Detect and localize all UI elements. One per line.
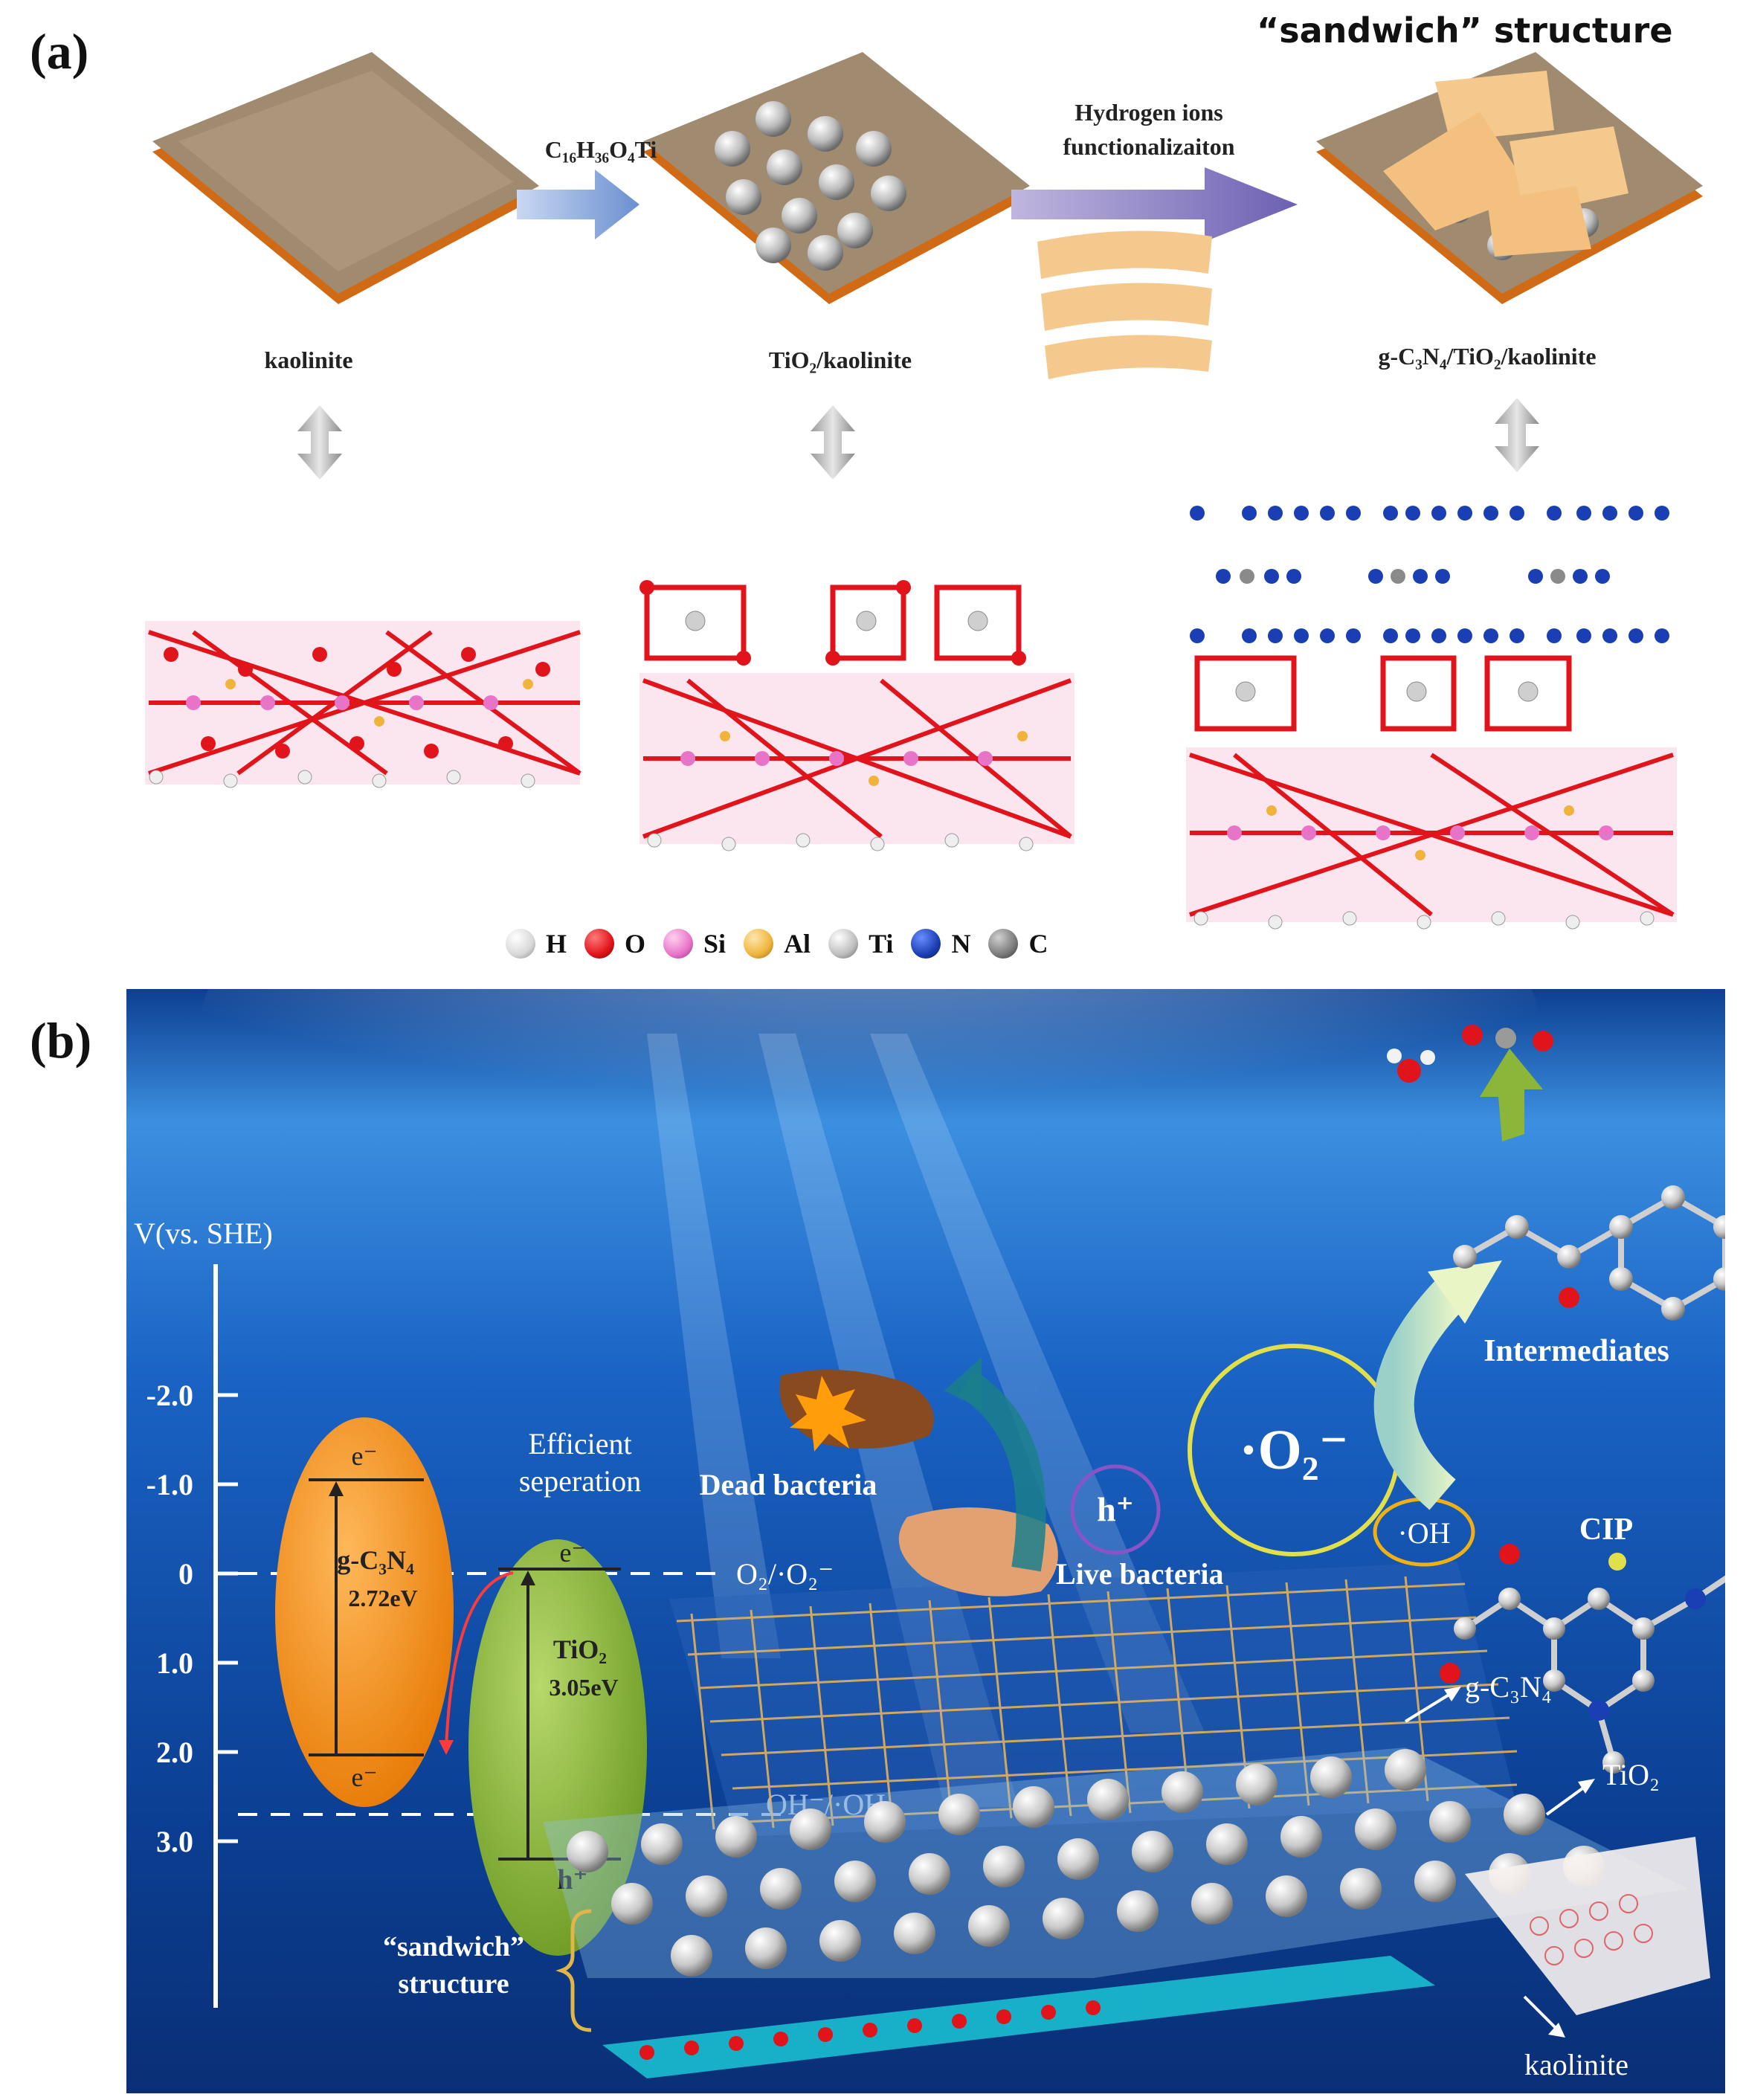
gcn-sheet <box>669 1562 1518 1837</box>
kaolinite-crystal <box>145 621 581 788</box>
intermediates-label: Intermediates <box>1483 1334 1669 1368</box>
oxygen-swatch <box>584 929 615 959</box>
kaolinite-pointer-head <box>1548 2023 1565 2038</box>
superoxide-label: ·O₂⁻ <box>1239 1419 1348 1481</box>
double-arrow-3 <box>1495 398 1539 472</box>
kaolinite-component-label: kaolinite <box>1524 2048 1628 2081</box>
co2-molecule <box>1462 1025 1553 1051</box>
double-arrow-2 <box>811 405 855 480</box>
tio2-kaolinite-slab <box>643 52 1030 304</box>
hole-circle <box>1070 1464 1161 1555</box>
degradation-arrowhead <box>1428 1260 1502 1324</box>
gcn-hole: e⁻ <box>352 1762 378 1792</box>
functionalization-arrow <box>1011 167 1298 242</box>
gcn-tio2-kaolinite-crystal <box>1186 506 1677 930</box>
inactivation-arrowhead <box>944 1357 982 1409</box>
gcn-gap: 2.72eV <box>348 1585 417 1611</box>
panel-a-label: (a) <box>30 23 89 80</box>
sandwich-label-2: structure <box>398 1968 509 2000</box>
h2o-molecule <box>1387 1049 1435 1083</box>
electron-transfer-arrow <box>445 1571 514 1748</box>
aluminum-swatch <box>744 929 774 959</box>
gcn-electron: e⁻ <box>352 1441 378 1471</box>
silicon-swatch <box>663 929 694 959</box>
gcn-tio2-kaolinite-slab <box>1316 52 1703 304</box>
live-bacteria-label: Live bacteria <box>1056 1557 1224 1591</box>
kaolinite-base-layer <box>602 1837 1710 2078</box>
tio2-pointer <box>1545 1783 1589 1816</box>
intermediate-molecule <box>1453 1185 1725 1321</box>
legend-o: O <box>625 929 646 959</box>
electron-transfer-arrowhead <box>439 1740 454 1755</box>
kaolinite-label: kaolinite <box>264 347 352 373</box>
functionalization-label-1: Hydrogen ions <box>1075 99 1222 126</box>
tio2-kaolinite-crystal <box>639 580 1075 851</box>
gcn-tio2-kaolinite-label: g-C₃N₄/TiO₂/kaolinite <box>1378 343 1596 370</box>
o2-level-label: O₂/·O₂⁻ <box>736 1557 834 1591</box>
water-surface-light <box>201 989 1539 1212</box>
legend-si: Si <box>703 929 726 959</box>
tio2-electron: e⁻ <box>560 1538 586 1568</box>
tio2-particle-layer <box>543 1748 1688 1978</box>
panel-b-diagram: V(vs. SHE) -2.0 -1.0 0 1.0 2.0 3.0 e⁻ g-… <box>126 989 1725 2093</box>
reagent-label: C₁₆H₃₆O₄Ti <box>545 136 657 163</box>
nitrogen-swatch <box>911 929 941 959</box>
legend-ti: Ti <box>869 929 894 959</box>
kaolinite-slab <box>152 52 539 304</box>
sandwich-label-1: “sandwich” <box>383 1931 524 1962</box>
legend-h: H <box>546 929 567 959</box>
gcn-pointer <box>1404 1690 1455 1723</box>
dead-bacteria-label: Dead bacteria <box>700 1468 877 1501</box>
titanium-swatch <box>828 929 859 959</box>
tio2-pointer-head <box>1578 1779 1595 1794</box>
axis-ticks <box>216 1393 238 1843</box>
tio2-gap: 3.05eV <box>549 1674 618 1701</box>
legend-al: Al <box>784 929 811 959</box>
dead-bacteria-icon <box>779 1370 934 1452</box>
legend-c: C <box>1028 929 1048 959</box>
tick-neg2: -2.0 <box>146 1379 193 1412</box>
tick-neg1: -1.0 <box>146 1468 193 1501</box>
tick-2: 2.0 <box>156 1736 193 1769</box>
degradation-arrow <box>1373 1272 1472 1510</box>
double-arrow-1 <box>297 405 342 480</box>
cip-molecule <box>1440 1544 1725 1774</box>
reagent-arrow <box>517 170 639 239</box>
inactivation-arrow <box>958 1371 1046 1572</box>
legend-n: N <box>951 929 971 959</box>
functionalization-label-2: functionalizaiton <box>1063 133 1234 160</box>
tick-3: 3.0 <box>156 1825 193 1858</box>
efficient-label-1: Efficient <box>528 1427 631 1460</box>
gcn-pointer-head <box>1444 1687 1461 1701</box>
efficient-label-2: seperation <box>519 1464 641 1498</box>
hole-label: h⁺ <box>1097 1490 1134 1528</box>
carbon-swatch <box>988 929 1019 959</box>
tio2-name: TiO₂ <box>553 1634 607 1664</box>
cip-label: CIP <box>1579 1513 1633 1547</box>
sandwich-brace <box>555 1909 592 2032</box>
axis-title: V(vs. SHE) <box>134 1217 273 1250</box>
panel-a-diagram: C₁₆H₃₆O₄Ti Hydrogen ions functionalizait… <box>145 52 1703 930</box>
hydroxyl-label: ·OH <box>1397 1516 1450 1550</box>
atom-legend: H O Si Al Ti N C <box>506 928 1048 959</box>
gcn-nanosheets <box>1037 231 1212 379</box>
kaolinite-pointer <box>1523 1995 1559 2032</box>
tio2-kaolinite-label: TiO₂/kaolinite <box>769 347 912 373</box>
mineralization-arrow <box>1480 1049 1543 1141</box>
tio2-component-label: TiO₂ <box>1602 1758 1660 1791</box>
panel-b-label: (b) <box>30 1012 92 1069</box>
tick-0: 0 <box>178 1557 193 1591</box>
gcn-component-label: g-C₃N₄ <box>1465 1670 1552 1704</box>
hydrogen-swatch <box>506 929 535 959</box>
tick-1: 1.0 <box>156 1646 193 1680</box>
gcn-name: g-C₃N₄ <box>337 1545 414 1575</box>
sandwich-title: “sandwich” structure <box>1257 10 1673 51</box>
gcn-band-ellipse <box>275 1417 454 1807</box>
